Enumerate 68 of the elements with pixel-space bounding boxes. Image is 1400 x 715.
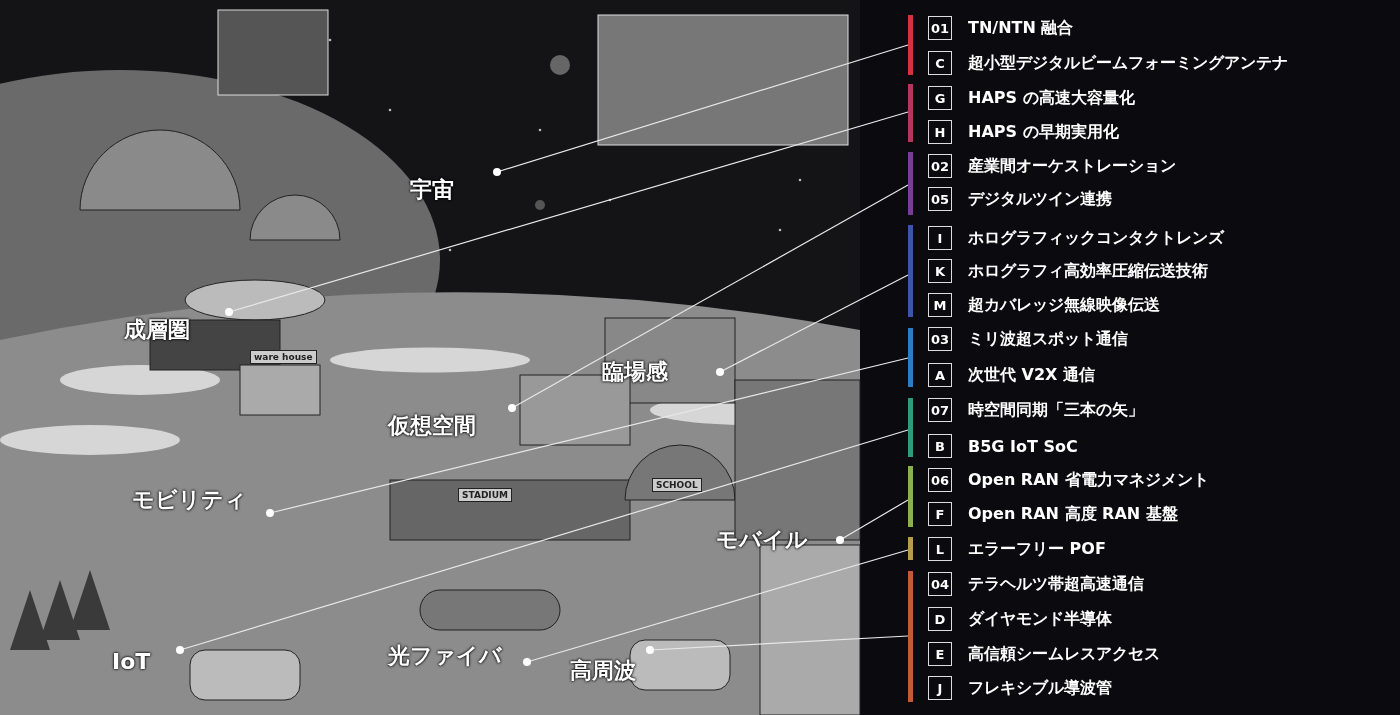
leader-line	[836, 499, 909, 544]
group-bar	[908, 537, 913, 560]
item-code: L	[928, 537, 952, 561]
item-code: 01	[928, 16, 952, 40]
item-code: M	[928, 293, 952, 317]
group-bar	[908, 466, 913, 527]
area-label: 宇宙	[410, 172, 497, 208]
item-code: K	[928, 259, 952, 283]
group-bar	[908, 225, 913, 317]
leader-line	[716, 274, 909, 376]
item-label: B5G IoT SoC	[968, 436, 1078, 456]
item-label: 時空間同期「三本の矢」	[968, 399, 1144, 421]
item-label: テラヘルツ帯超高速通信	[968, 573, 1144, 595]
item-label: Open RAN 省電力マネジメント	[968, 469, 1209, 491]
item-label: 超小型デジタルビームフォーミングアンテナ	[968, 52, 1288, 74]
group-bar	[908, 84, 913, 142]
item-code: B	[928, 434, 952, 458]
item-code: H	[928, 120, 952, 144]
leader-line	[266, 357, 909, 517]
group-bar	[908, 328, 913, 387]
item-code: 05	[928, 187, 952, 211]
group-bar	[908, 398, 913, 457]
item-label: 超カバレッジ無線映像伝送	[968, 294, 1160, 316]
leader-line	[523, 549, 909, 666]
sign-text: SCHOOL	[652, 478, 702, 492]
item-code: C	[928, 51, 952, 75]
sign-text: ware house	[250, 350, 317, 364]
item-code: D	[928, 607, 952, 631]
item-code: 02	[928, 154, 952, 178]
group-bar	[908, 571, 913, 702]
leader-line	[493, 44, 909, 176]
item-code: 03	[928, 327, 952, 351]
leader-line	[508, 184, 909, 412]
item-code: G	[928, 86, 952, 110]
item-label: デジタルツイン連携	[968, 188, 1112, 210]
item-label: 次世代 V2X 通信	[968, 364, 1095, 386]
item-label: Open RAN 高度 RAN 基盤	[968, 503, 1178, 525]
item-code: I	[928, 226, 952, 250]
item-label: ホログラフィックコンタクトレンズ	[968, 227, 1224, 249]
area-label: 仮想空間	[388, 408, 512, 444]
area-label: モビリティ	[132, 484, 270, 516]
item-code: 06	[928, 468, 952, 492]
item-label: フレキシブル導波管	[968, 677, 1112, 699]
item-label: 産業間オーケストレーション	[968, 155, 1176, 177]
item-label: ホログラフィ高効率圧縮伝送技術	[968, 260, 1208, 282]
group-bar	[908, 15, 913, 75]
area-label: IoT	[112, 647, 180, 675]
item-code: E	[928, 642, 952, 666]
area-label: モバイル	[716, 524, 840, 556]
item-label: ダイヤモンド半導体	[968, 608, 1112, 630]
item-code: 07	[928, 398, 952, 422]
leader-line	[176, 429, 909, 654]
area-label: 成層圏	[124, 312, 229, 348]
item-label: ミリ波超スポット通信	[968, 328, 1128, 350]
item-label: HAPS の高速大容量化	[968, 87, 1135, 109]
item-label: TN/NTN 融合	[968, 17, 1074, 39]
item-code: F	[928, 502, 952, 526]
item-code: J	[928, 676, 952, 700]
item-label: エラーフリー POF	[968, 538, 1106, 560]
sign-text: STADIUM	[458, 488, 512, 502]
area-label: 高周波	[570, 650, 650, 692]
item-code: A	[928, 363, 952, 387]
item-label: HAPS の早期実用化	[968, 121, 1119, 143]
item-code: 04	[928, 572, 952, 596]
area-label: 光ファイバ	[388, 640, 527, 672]
leader-line	[225, 111, 909, 316]
item-label: 高信頼シームレスアクセス	[968, 643, 1160, 665]
group-bar	[908, 152, 913, 215]
